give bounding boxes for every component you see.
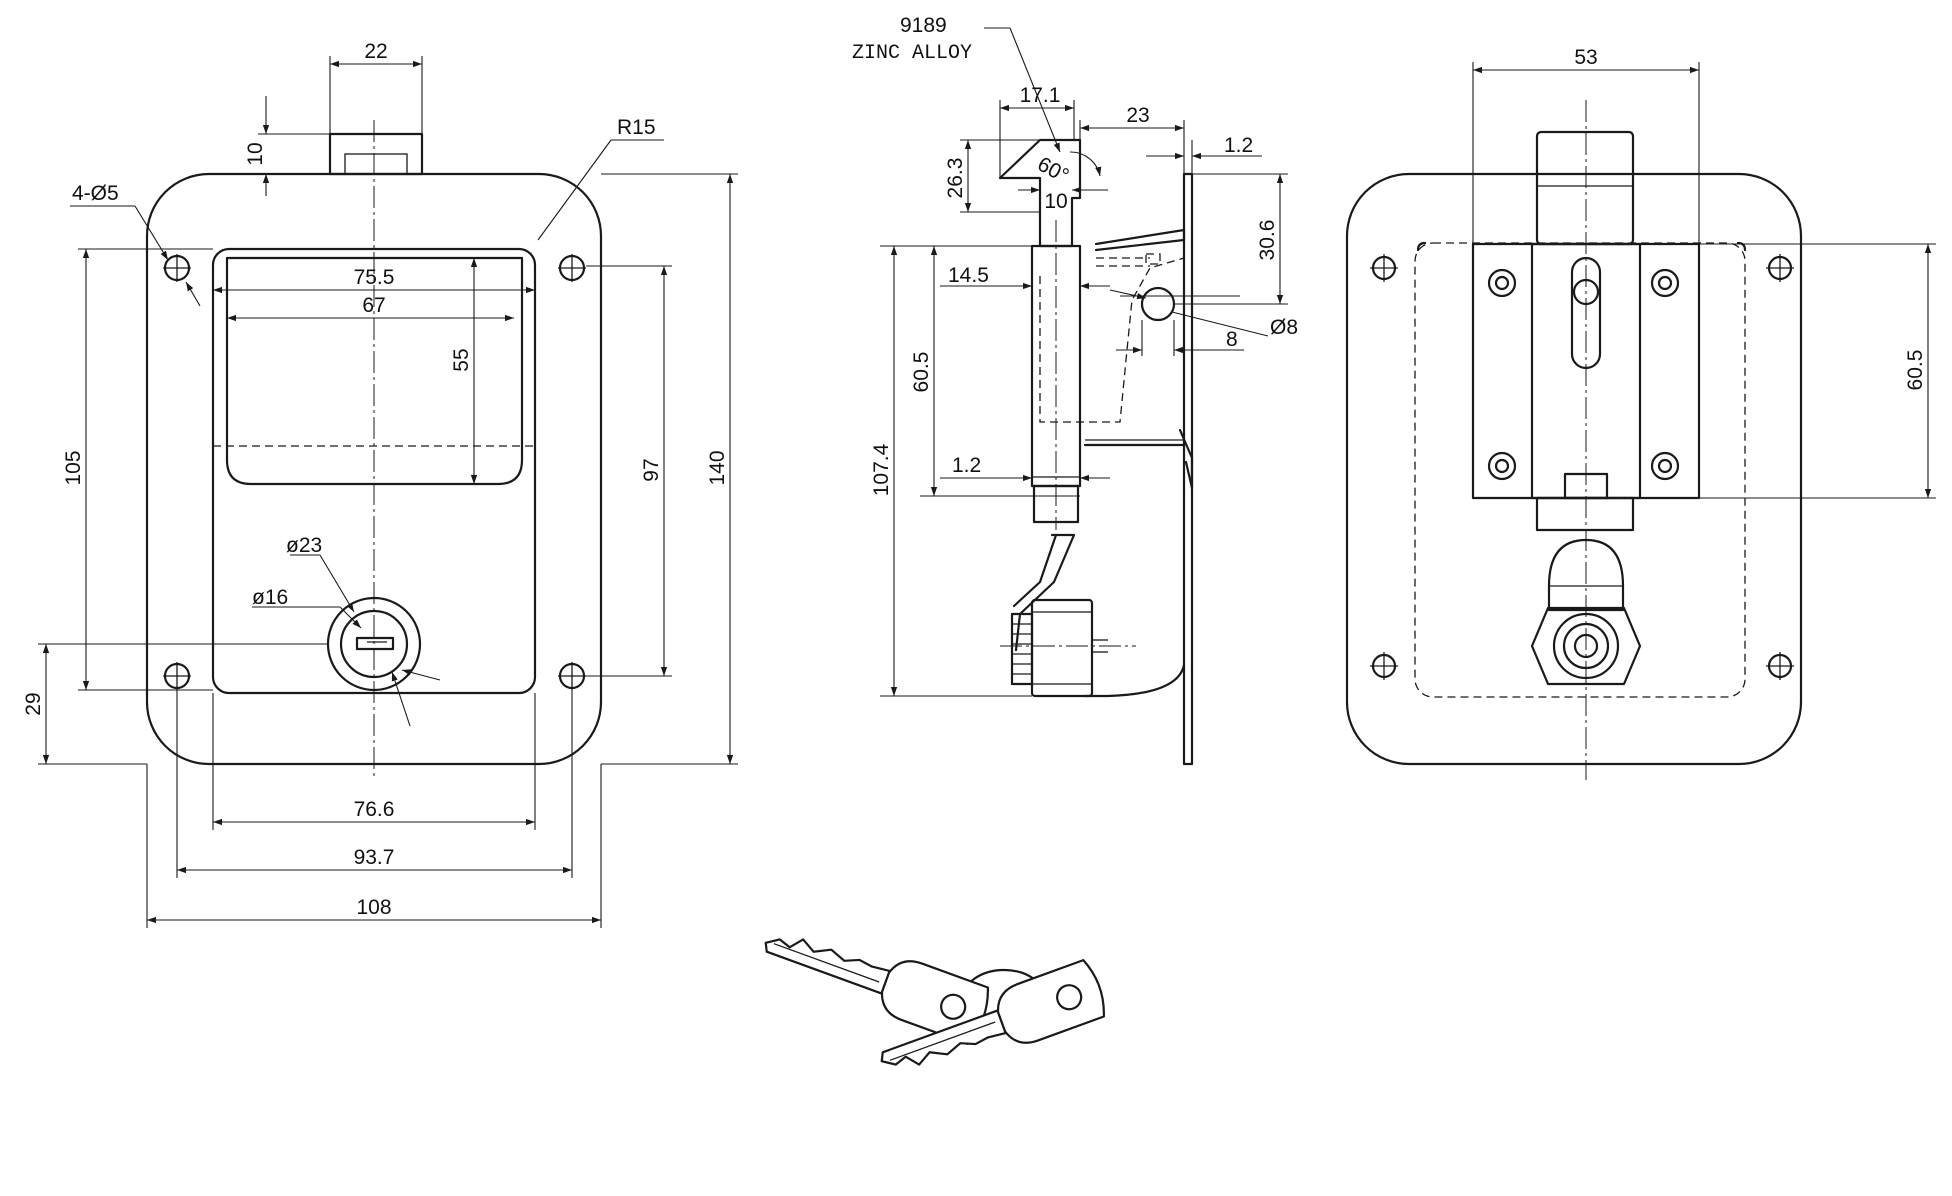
dim-29: 29 [22, 692, 45, 715]
rear-rivet [1487, 268, 1517, 298]
dim-8: 8 [1226, 328, 1238, 351]
front-view: 22 10 R15 4-Ø5 75.5 67 55 105 97 140 ø23… [22, 40, 738, 928]
key-left [764, 938, 989, 1045]
rear-cam [1547, 538, 1625, 612]
dim-105: 105 [62, 450, 85, 485]
rear-mounting-hole [1370, 652, 1398, 680]
dim-22: 22 [364, 40, 387, 63]
dim-53: 53 [1574, 46, 1597, 69]
key-right [880, 959, 1105, 1066]
dim-r15: R15 [617, 116, 656, 139]
dim-140: 140 [706, 450, 729, 485]
dim-55: 55 [450, 348, 473, 371]
side-pivot-pin [1140, 286, 1176, 322]
dim-108: 108 [356, 896, 391, 919]
dim-14-5: 14.5 [948, 264, 989, 287]
dim-phi23: ø23 [286, 534, 322, 557]
dim-60-5-rear: 60.5 [1904, 350, 1927, 391]
dim-93-7: 93.7 [354, 846, 395, 869]
dim-60-5-side: 60.5 [910, 352, 933, 393]
dim-1-2-bottom: 1.2 [952, 454, 981, 477]
front-mounting-hole [558, 254, 586, 282]
part-number: 9189 [900, 14, 947, 37]
dim-1-2-top: 1.2 [1224, 134, 1253, 157]
dim-67: 67 [362, 294, 385, 317]
rear-mounting-hole [1370, 254, 1398, 282]
front-handle-paddle [225, 256, 524, 486]
front-mounting-hole [163, 254, 191, 282]
dim-76-6: 76.6 [354, 798, 395, 821]
side-view: 9189 ZINC ALLOY 17.1 23 1.2 26.3 60° 10 … [852, 14, 1298, 766]
side-lock-nut [1030, 598, 1094, 698]
side-pan-body [1094, 228, 1186, 252]
side-cam [1014, 533, 1076, 652]
dim-23: 23 [1126, 104, 1149, 127]
rear-rivet [1487, 451, 1517, 481]
dim-97: 97 [640, 458, 663, 481]
rear-flange-outline [1345, 172, 1803, 766]
rear-lock-nut [1530, 606, 1642, 686]
dim-phi16: ø16 [252, 586, 288, 609]
keys-illustration [764, 938, 1105, 1066]
front-mounting-hole [163, 662, 191, 690]
dim-10-side: 10 [1044, 190, 1067, 213]
rear-pan-hidden [1414, 242, 1746, 698]
dim-26-3: 26.3 [944, 158, 967, 199]
dim-75-5: 75.5 [354, 266, 395, 289]
rear-mounting-hole [1766, 652, 1794, 680]
front-mounting-hole [558, 662, 586, 690]
dim-4-holes: 4-Ø5 [72, 182, 119, 205]
rear-rivet [1650, 268, 1680, 298]
material-label: ZINC ALLOY [852, 42, 972, 65]
side-latch-bolt [998, 138, 1082, 248]
rear-mounting-hole [1766, 254, 1794, 282]
dim-30-6: 30.6 [1256, 220, 1279, 261]
dim-10: 10 [244, 142, 267, 165]
dim-17-1: 17.1 [1020, 84, 1061, 107]
rear-view: 53 60.5 [1345, 46, 1936, 780]
rear-rivet [1650, 451, 1680, 481]
dim-107-4: 107.4 [870, 443, 893, 496]
dim-phi8: Ø8 [1270, 316, 1298, 339]
